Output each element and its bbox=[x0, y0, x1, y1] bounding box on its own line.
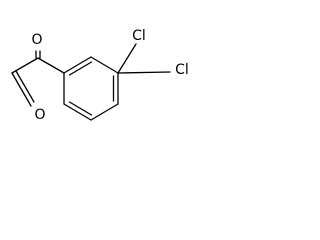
chemical-structure: Cl Cl O O bbox=[11, 28, 189, 123]
benzene-ring bbox=[63, 56, 119, 121]
atom-label-cl-top: Cl bbox=[132, 28, 146, 44]
atom-label-o-ketone: O bbox=[31, 32, 42, 48]
ring-bond-c5-c6 bbox=[63, 103, 92, 121]
ring-bond-c2-c3 bbox=[90, 56, 119, 74]
bond-ring-carbonyl bbox=[37, 57, 65, 74]
bond-aldehyde-co-1 bbox=[11, 72, 32, 107]
ring-bond-c1-c2 bbox=[63, 56, 92, 74]
bond-c-cl-right bbox=[117, 71, 171, 74]
atom-label-o-aldehyde: O bbox=[34, 107, 45, 123]
atom-label-cl-right: Cl bbox=[175, 62, 189, 78]
ring-bond-c5-c6-inner bbox=[68, 101, 93, 116]
ring-bond-c1-c2-inner bbox=[68, 61, 93, 76]
bond-aldehyde-co-2 bbox=[15, 70, 35, 103]
ring-bond-c4-c5 bbox=[90, 103, 119, 121]
bond-c-cl-top bbox=[117, 43, 137, 74]
